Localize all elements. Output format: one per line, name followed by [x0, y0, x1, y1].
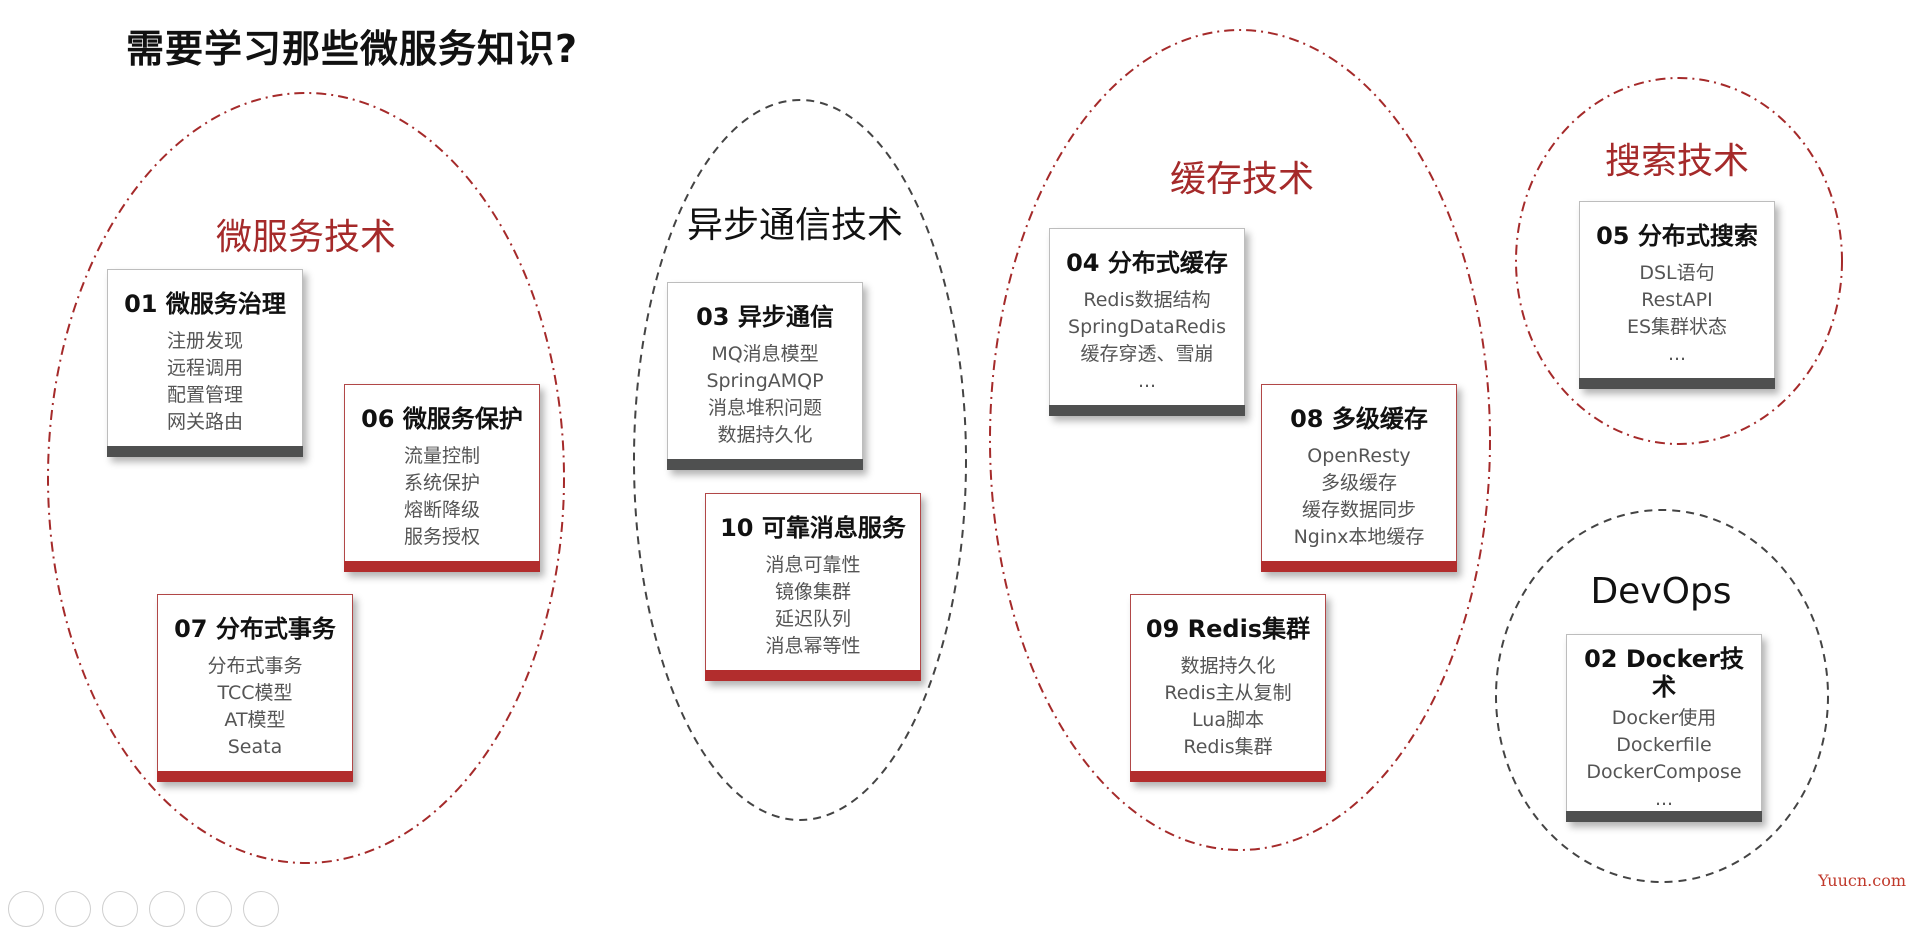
- card-item: 配置管理: [166, 384, 243, 406]
- card-docker: 02 Docker技术 Docker使用 Dockerfile DockerCo…: [1566, 634, 1762, 822]
- group-title-devops: DevOps: [1590, 571, 1732, 612]
- card-item: ...: [1654, 788, 1674, 810]
- card-accent-bar: [107, 446, 303, 457]
- card-item: 消息堆积问题: [707, 397, 822, 419]
- card-item: 缓存数据同步: [1301, 499, 1416, 521]
- group-title-search: 搜索技术: [1604, 141, 1750, 182]
- card-item: 镜像集群: [774, 581, 851, 603]
- card-item: ...: [1137, 370, 1157, 392]
- nav-dot[interactable]: [149, 891, 185, 927]
- card-title: 04 分布式缓存: [1066, 249, 1228, 277]
- card-item: 消息可靠性: [765, 554, 861, 576]
- card-item: AT模型: [224, 709, 286, 731]
- card-item: 网关路由: [166, 411, 243, 433]
- card-title: 05 分布式搜索: [1596, 222, 1758, 250]
- search-oval: [1515, 77, 1843, 445]
- card-item: 数据持久化: [717, 424, 813, 446]
- card-multilevel-cache: 08 多级缓存 OpenResty 多级缓存 缓存数据同步 Nginx本地缓存: [1261, 384, 1457, 572]
- card-accent-bar: [667, 459, 863, 470]
- async-oval: [633, 99, 967, 821]
- card-item: 延迟队列: [774, 608, 851, 630]
- card-item: 数据持久化: [1180, 655, 1276, 677]
- card-item: DSL语句: [1639, 262, 1715, 284]
- group-title-cache: 缓存技术: [1169, 159, 1315, 200]
- card-accent-bar: [1579, 378, 1775, 389]
- card-item: 服务授权: [403, 526, 480, 548]
- card-title: 08 多级缓存: [1290, 405, 1428, 433]
- card-item: OpenResty: [1307, 445, 1411, 467]
- card-item: 消息幂等性: [765, 635, 861, 657]
- card-item: SpringAMQP: [706, 370, 824, 392]
- card-item: 系统保护: [403, 472, 480, 494]
- card-microservice-governance: 01 微服务治理 注册发现 远程调用 配置管理 网关路由: [107, 269, 303, 457]
- card-item: SpringDataRedis: [1068, 316, 1226, 338]
- card-item: Redis主从复制: [1164, 682, 1292, 704]
- card-title: 02 Docker技术: [1584, 645, 1744, 701]
- nav-dot[interactable]: [8, 891, 44, 927]
- card-item: Seata: [227, 736, 283, 758]
- card-item: Redis集群: [1183, 736, 1273, 758]
- group-title-async: 异步通信技术: [686, 205, 904, 246]
- card-item: 流量控制: [403, 445, 480, 467]
- card-item: Nginx本地缓存: [1293, 526, 1425, 548]
- group-title-microservice: 微服务技术: [215, 217, 397, 258]
- card-accent-bar: [705, 670, 921, 681]
- card-accent-bar: [157, 771, 353, 782]
- card-item: 远程调用: [166, 357, 243, 379]
- card-title: 10 可靠消息服务: [720, 514, 906, 542]
- card-distributed-cache: 04 分布式缓存 Redis数据结构 SpringDataRedis 缓存穿透、…: [1049, 228, 1245, 416]
- card-accent-bar: [1566, 811, 1762, 822]
- card-item: 多级缓存: [1320, 472, 1397, 494]
- card-redis-cluster: 09 Redis集群 数据持久化 Redis主从复制 Lua脚本 Redis集群: [1130, 594, 1326, 782]
- card-item: TCC模型: [217, 682, 293, 704]
- card-reliable-message: 10 可靠消息服务 消息可靠性 镜像集群 延迟队列 消息幂等性: [705, 493, 921, 681]
- group-ovals: [47, 29, 1843, 883]
- card-item: 熔断降级: [403, 499, 480, 521]
- card-item: Docker使用: [1611, 707, 1717, 729]
- microservice-oval: [47, 92, 565, 864]
- nav-dot[interactable]: [196, 891, 232, 927]
- card-accent-bar: [1261, 561, 1457, 572]
- card-item: MQ消息模型: [711, 343, 819, 365]
- watermark: Yuucn.com: [1818, 871, 1906, 890]
- card-title: 01 微服务治理: [124, 290, 286, 318]
- card-title: 07 分布式事务: [174, 615, 336, 643]
- card-item: Lua脚本: [1192, 709, 1264, 731]
- card-item: DockerCompose: [1586, 761, 1742, 783]
- card-microservice-protection: 06 微服务保护 流量控制 系统保护 熔断降级 服务授权: [344, 384, 540, 572]
- card-item: RestAPI: [1641, 289, 1713, 311]
- card-item: 注册发现: [166, 330, 243, 352]
- card-async-communication: 03 异步通信 MQ消息模型 SpringAMQP 消息堆积问题 数据持久化: [667, 282, 863, 470]
- card-item: ...: [1667, 343, 1687, 365]
- page-title: 需要学习那些微服务知识?: [126, 27, 579, 71]
- card-accent-bar: [1049, 405, 1245, 416]
- card-distributed-transaction: 07 分布式事务 分布式事务 TCC模型 AT模型 Seata: [157, 594, 353, 782]
- card-accent-bar: [1130, 771, 1326, 782]
- card-distributed-search: 05 分布式搜索 DSL语句 RestAPI ES集群状态 ...: [1579, 201, 1775, 389]
- card-title: 03 异步通信: [696, 303, 834, 331]
- nav-dot[interactable]: [102, 891, 138, 927]
- nav-dot[interactable]: [243, 891, 279, 927]
- cache-oval: [989, 29, 1491, 851]
- card-item: Dockerfile: [1616, 734, 1712, 756]
- card-accent-bar: [344, 561, 540, 572]
- card-title: 06 微服务保护: [361, 405, 523, 433]
- nav-dot[interactable]: [55, 891, 91, 927]
- card-item: Redis数据结构: [1083, 289, 1211, 311]
- card-item: ES集群状态: [1626, 316, 1728, 338]
- card-item: 分布式事务: [207, 655, 303, 677]
- devops-oval: [1495, 509, 1829, 883]
- card-item: 缓存穿透、雪崩: [1080, 343, 1214, 365]
- card-title: 09 Redis集群: [1145, 615, 1311, 643]
